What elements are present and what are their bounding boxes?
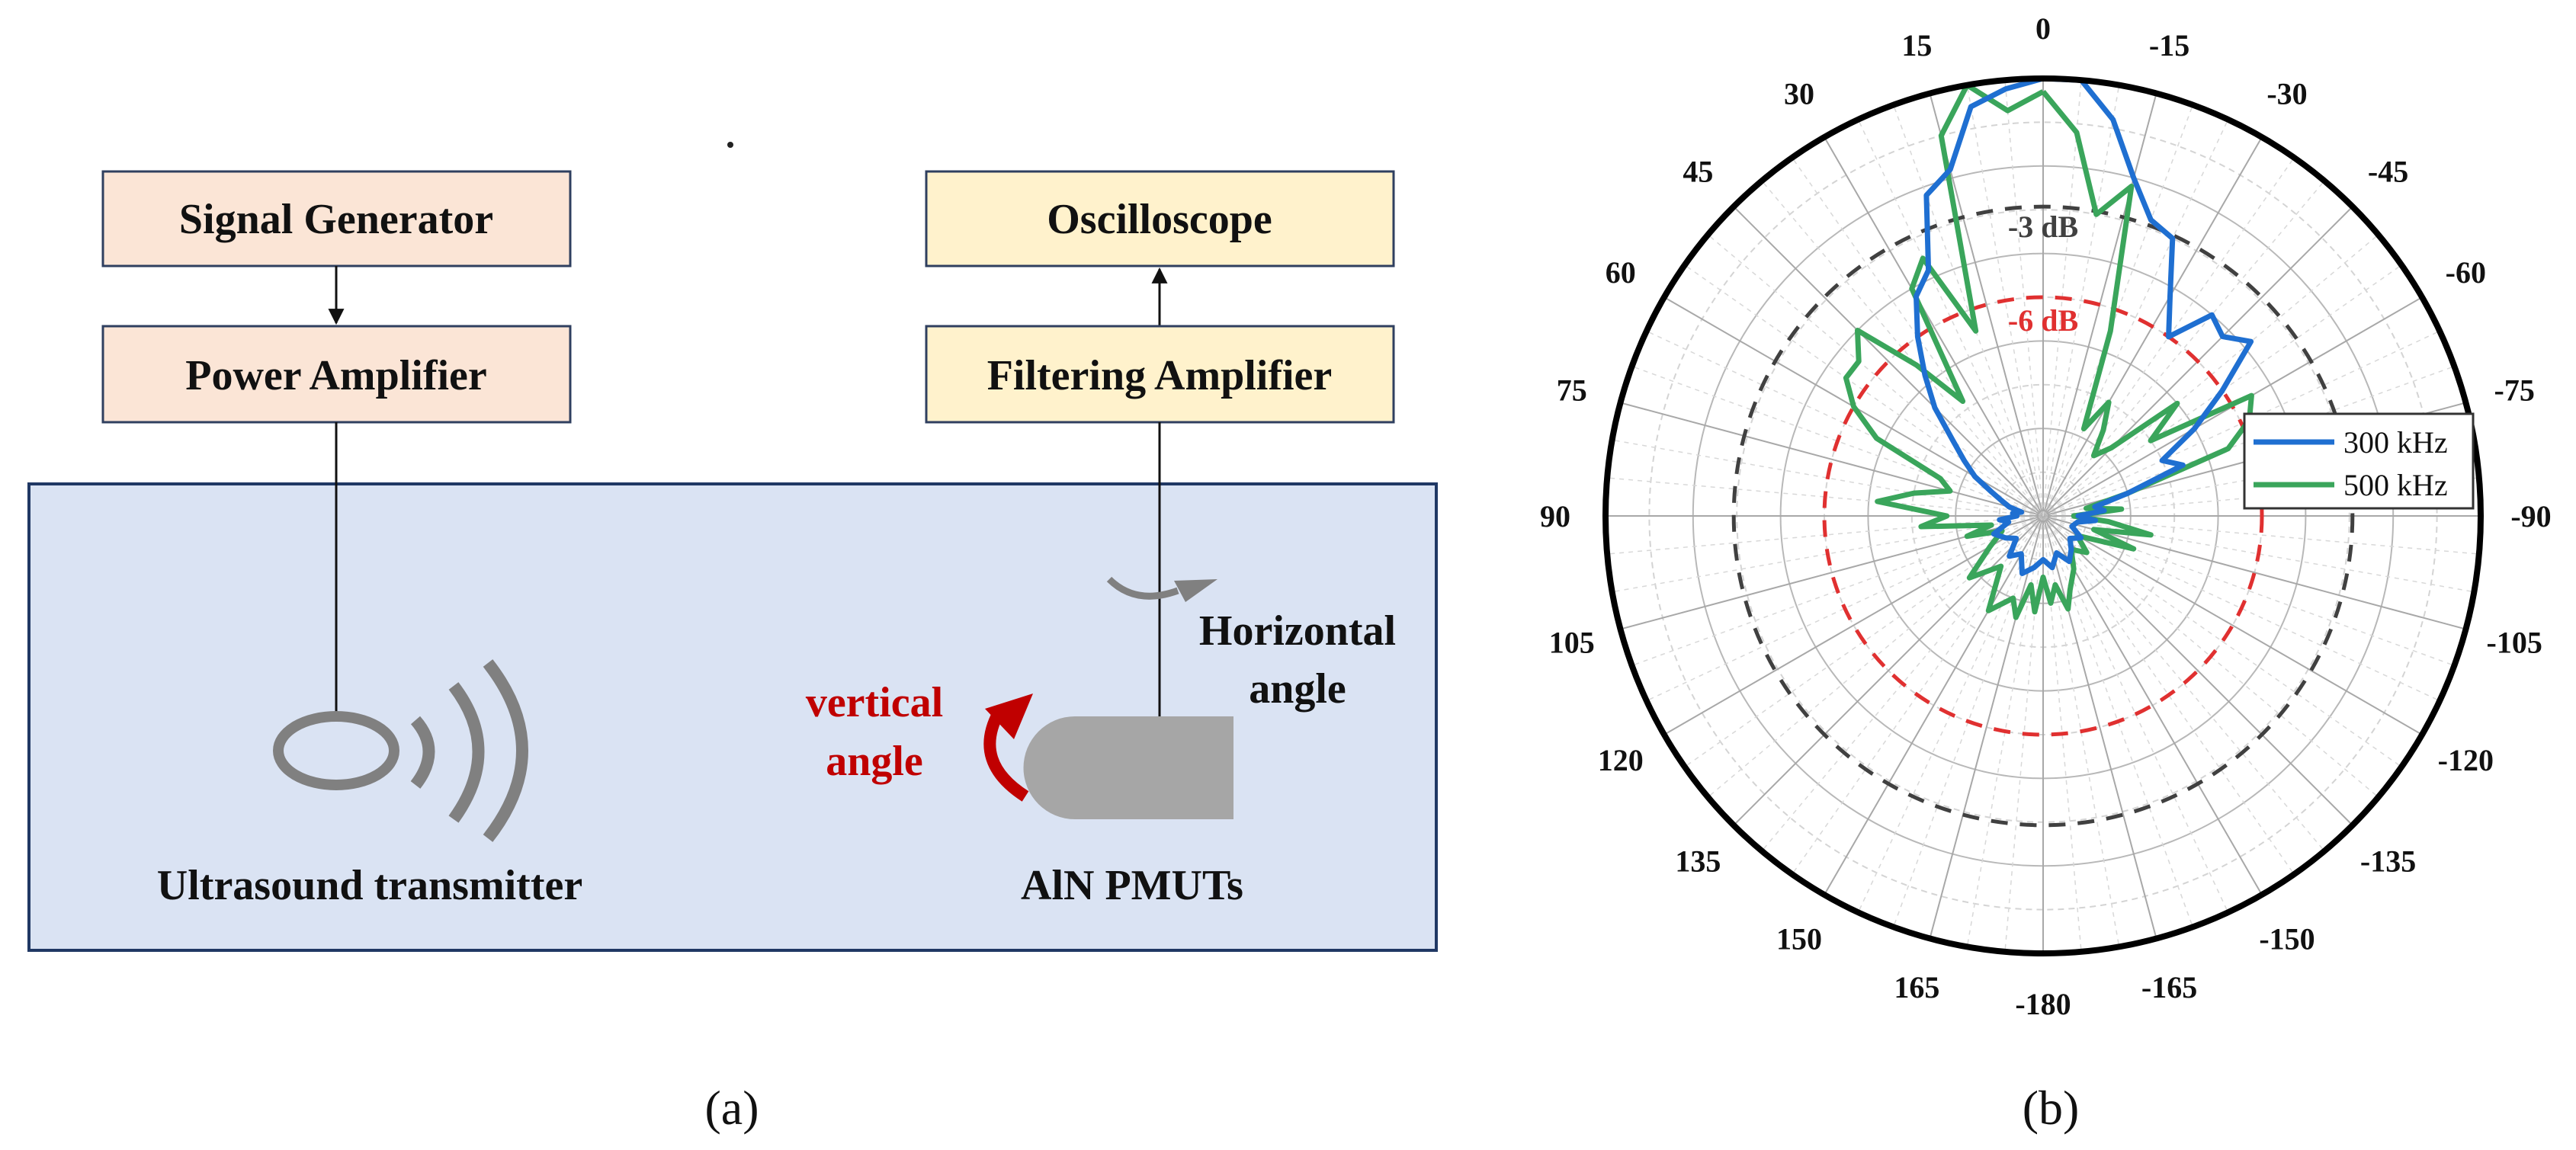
grid-spoke [2042, 515, 2157, 939]
angle-tick-label: 165 [1894, 970, 1939, 1004]
angle-tick-label: -60 [2446, 255, 2486, 290]
polar-chart: 0 -15 -30 -45 -60 -75 -90 -105 -120 -135 -150 -165 -… [1540, 11, 2552, 1135]
series-line-300-khz [1914, 75, 2254, 576]
grid-spoke [1663, 515, 2044, 735]
pmut-label: AlN PMUTs [1021, 862, 1243, 909]
polar-series [1843, 75, 2254, 620]
reference-circles [1731, 204, 2355, 828]
ultrasound-transmitter-icon [273, 659, 528, 842]
signal-generator-box [101, 170, 572, 267]
angle-tick-label: 120 [1598, 743, 1644, 777]
minus-3db-label: -3 dB [2008, 210, 2078, 244]
legend-label-500khz: 500 kHz [2343, 468, 2448, 502]
grid-spoke [2042, 515, 2325, 852]
angle-tick-label: -120 [2438, 743, 2494, 777]
grid-spoke [1824, 515, 2044, 895]
minus-6db-label: -6 dB [2008, 303, 2078, 338]
oscilloscope-box [925, 170, 1395, 267]
horizontal-angle-label-line1: Horizontal [1199, 607, 1396, 655]
grid-spoke [1824, 136, 2044, 517]
angle-tick-label: 105 [1549, 626, 1595, 660]
signal-generator-label: Signal Generator [179, 196, 493, 243]
vertical-angle-label-line2: angle [826, 738, 923, 785]
angle-tick-label: 135 [1675, 844, 1721, 879]
angle-tick-label: 90 [1540, 499, 1570, 533]
angle-tick-label: -45 [2368, 154, 2408, 188]
angle-tick-label: -90 [2510, 499, 2551, 533]
angle-tick-label: 60 [1606, 255, 1636, 290]
angle-tick-label: 0 [2035, 11, 2051, 46]
angle-tick-label: -105 [2487, 626, 2542, 660]
caption-a: (a) [704, 1081, 759, 1135]
reference-circle [1731, 204, 2355, 828]
grid-spoke [2042, 515, 2263, 895]
legend-box [2243, 412, 2475, 510]
horizontal-rotation-arrow-icon [1106, 576, 1217, 602]
vertical-rotation-arrow-icon [983, 694, 1033, 802]
angle-tick-label: -30 [2266, 77, 2307, 111]
angle-tick-label: -135 [2360, 844, 2416, 879]
angle-tick-label: -180 [2015, 987, 2071, 1021]
angle-tick-label: -150 [2259, 921, 2315, 956]
grid-spoke [1620, 402, 2044, 517]
filtering-amplifier-label: Filtering Amplifier [987, 352, 1333, 399]
grid-spoke [1929, 515, 2044, 939]
grid-spoke [1733, 206, 2044, 517]
angle-tick-label: -75 [2494, 373, 2535, 407]
power-amplifier-label: Power Amplifier [185, 352, 487, 399]
angle-labels: 0 -15 -30 -45 -60 -75 -90 -105 -120 -135 -150 -165 -… [1540, 11, 2552, 1021]
vertical-angle-label-line1: vertical [806, 679, 943, 726]
reference-circle [1822, 295, 2264, 737]
angle-tick-label: -15 [2149, 28, 2189, 62]
angle-tick-label: 30 [1784, 77, 1814, 111]
angle-tick-label: -165 [2141, 970, 2197, 1004]
caption-b: (b) [2023, 1081, 2080, 1135]
pmut-device-icon [1023, 716, 1233, 819]
polar-outer-ring [1602, 75, 2484, 956]
grid-spoke [2042, 515, 2423, 735]
angle-tick-label: 150 [1776, 921, 1822, 956]
horizontal-angle-label-line2: angle [1249, 665, 1346, 713]
stray-dot [727, 142, 733, 148]
series-line-500-khz [1843, 82, 2254, 620]
legend-label-300khz: 300 kHz [2343, 425, 2448, 460]
transmitter-label: Ultrasound transmitter [157, 862, 582, 909]
angle-tick-label: 75 [1557, 373, 1587, 407]
legend: 300 kHz 500 kHz [2243, 412, 2475, 510]
oscilloscope-label: Oscilloscope [1047, 196, 1272, 243]
angle-tick-label: 45 [1683, 154, 1713, 188]
grid-spoke [2042, 515, 2466, 630]
panel-a: Signal Generator Power Amplifier Ultraso… [27, 142, 1438, 1135]
angle-tick-label: 15 [1901, 28, 1932, 62]
grid-spoke [2042, 515, 2353, 826]
grid-spoke [1707, 234, 2044, 517]
